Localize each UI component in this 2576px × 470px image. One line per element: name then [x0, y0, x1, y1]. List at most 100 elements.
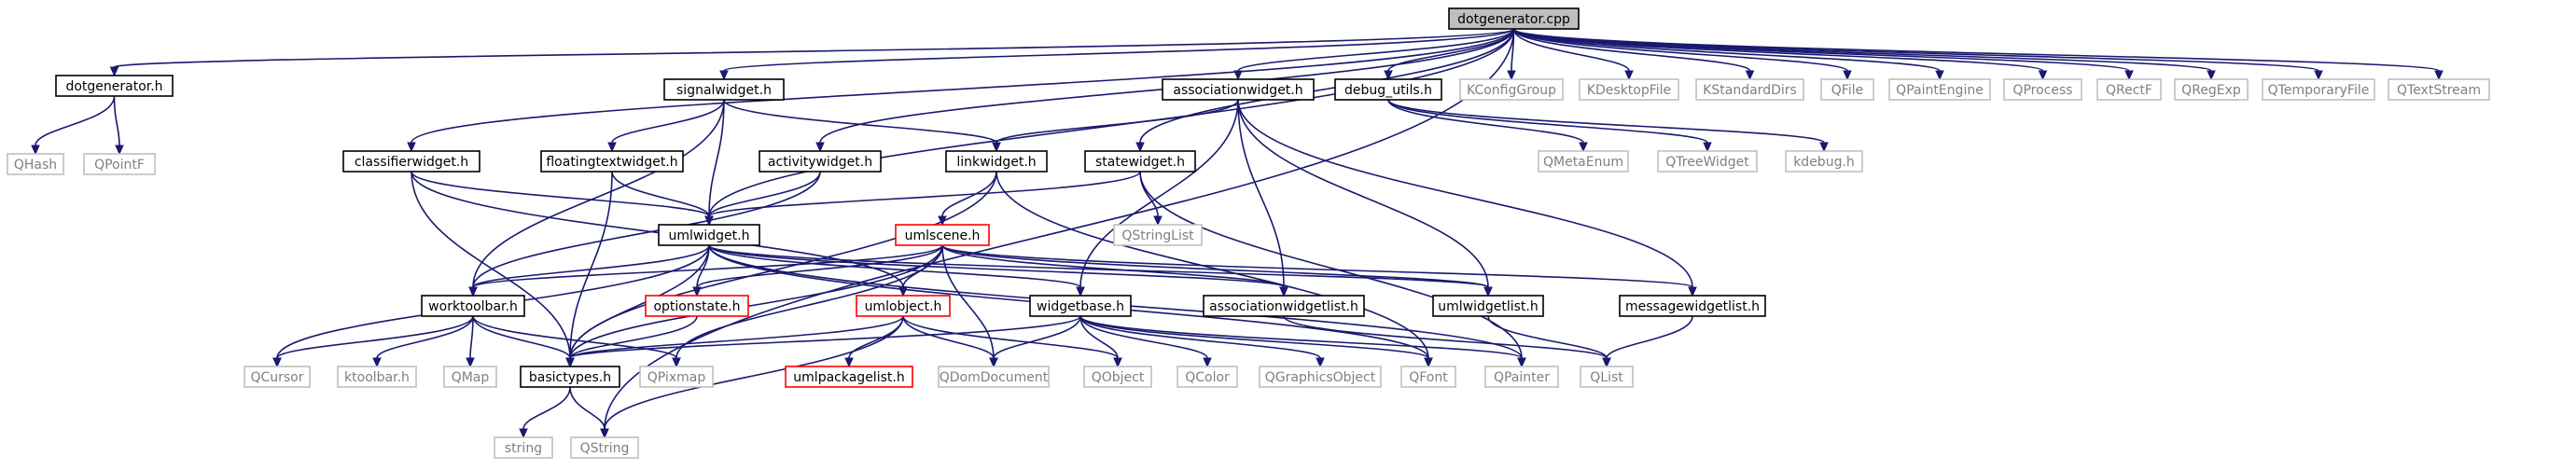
edge-dotgenerator-h-to-qpointf — [113, 95, 124, 156]
node-box — [342, 150, 480, 173]
node-label: QFont — [1409, 370, 1448, 385]
node-string[interactable]: string — [494, 436, 553, 459]
node-box — [1579, 78, 1679, 101]
node-label: QTextStream — [2397, 83, 2481, 98]
node-dotgenerator-cpp[interactable]: dotgenerator.cpp — [1448, 7, 1580, 30]
node-qstringlist[interactable]: QStringList — [1113, 224, 1203, 246]
node-box — [2096, 78, 2162, 101]
node-label: QMap — [452, 370, 490, 385]
node-ktoolbar-h[interactable]: ktoolbar.h — [337, 366, 417, 388]
edge-dotgenerator-cpp-to-associationwidget-h — [1233, 28, 1515, 81]
node-qtreewidget[interactable]: QTreeWidget — [1657, 150, 1758, 173]
node-activitywidget-h[interactable]: activitywidget.h — [759, 150, 882, 173]
node-qobject[interactable]: QObject — [1083, 366, 1152, 388]
node-widgetbase-h[interactable]: widgetbase.h — [1029, 295, 1132, 317]
node-dotgenerator-h[interactable]: dotgenerator.h — [55, 75, 174, 97]
node-qdomdocument[interactable]: QDomDocument — [938, 366, 1050, 388]
node-qhash[interactable]: QHash — [7, 153, 64, 175]
node-qrectf[interactable]: QRectF — [2096, 78, 2162, 101]
node-box — [421, 295, 525, 317]
node-linkwidget-h[interactable]: linkwidget.h — [945, 150, 1048, 173]
node-box — [1695, 78, 1804, 101]
node-label: umlwidgetlist.h — [1438, 299, 1539, 314]
node-label: string — [505, 441, 542, 456]
node-box — [494, 436, 553, 459]
edge-dotgenerator-h-to-qhash — [31, 95, 116, 156]
node-qpointf[interactable]: QPointF — [83, 153, 156, 175]
node-debug-utils-h[interactable]: debug_utils.h — [1334, 78, 1442, 101]
node-label: QDomDocument — [940, 370, 1049, 385]
node-box — [443, 366, 497, 388]
node-qfont[interactable]: QFont — [1400, 366, 1456, 388]
node-box — [1580, 366, 1634, 388]
node-basictypes-h[interactable]: basictypes.h — [520, 366, 620, 388]
node-classifierwidget-h[interactable]: classifierwidget.h — [342, 150, 480, 173]
edge-widgetbase-h-to-qfont — [1079, 315, 1433, 368]
node-qfile[interactable]: QFile — [1820, 78, 1874, 101]
node-box — [663, 78, 785, 101]
node-statewidget-h[interactable]: statewidget.h — [1084, 150, 1196, 173]
node-label: KDesktopFile — [1587, 83, 1671, 98]
node-umlpackagelist-h[interactable]: umlpackagelist.h — [785, 366, 913, 388]
node-umlwidgetlist-h[interactable]: umlwidgetlist.h — [1432, 295, 1544, 317]
node-qstring[interactable]: QString — [570, 436, 639, 459]
edge-dotgenerator-cpp-to-classifierwidget-h — [407, 28, 1515, 153]
node-box — [520, 366, 620, 388]
node-label: QObject — [1092, 370, 1145, 385]
node-box — [1083, 366, 1152, 388]
edge-widgetbase-h-to-qcolor — [1079, 315, 1212, 368]
node-qpaintengine[interactable]: QPaintEngine — [1888, 78, 1991, 101]
node-qprocess[interactable]: QProcess — [2003, 78, 2082, 101]
node-label: dotgenerator.cpp — [1457, 12, 1570, 27]
node-qregexp[interactable]: QRegExp — [2174, 78, 2249, 101]
node-qpainter[interactable]: QPainter — [1484, 366, 1559, 388]
node-qmetaenum[interactable]: QMetaEnum — [1538, 150, 1629, 173]
node-kdesktopfile[interactable]: KDesktopFile — [1579, 78, 1679, 101]
node-qcolor[interactable]: QColor — [1177, 366, 1238, 388]
node-box — [1459, 78, 1564, 101]
node-label: QPaintEngine — [1896, 83, 1984, 98]
node-qgraphicsobject[interactable]: QGraphicsObject — [1259, 366, 1382, 388]
node-associationwidgetlist-h[interactable]: associationwidgetlist.h — [1203, 295, 1365, 317]
edge-dotgenerator-cpp-to-dotgenerator-h — [109, 28, 1515, 77]
node-kstandarddirs[interactable]: KStandardDirs — [1695, 78, 1804, 101]
node-worktoolbar-h[interactable]: worktoolbar.h — [421, 295, 525, 317]
node-box — [1177, 366, 1238, 388]
node-associationwidget-h[interactable]: associationwidget.h — [1162, 78, 1315, 101]
node-box — [938, 366, 1050, 388]
edge-basictypes-h-to-qstring — [569, 386, 609, 439]
node-qtextstream[interactable]: QTextStream — [2388, 78, 2490, 101]
node-box — [645, 295, 749, 317]
node-umlwidget-h[interactable]: umlwidget.h — [658, 224, 760, 246]
node-messagewidgetlist-h[interactable]: messagewidgetlist.h — [1619, 295, 1766, 317]
node-umlscene-h[interactable]: umlscene.h — [895, 224, 990, 246]
node-box — [83, 153, 156, 175]
node-label: QTreeWidget — [1665, 155, 1749, 170]
node-signalwidget-h[interactable]: signalwidget.h — [663, 78, 785, 101]
node-label: signalwidget.h — [676, 83, 772, 98]
node-qtemporaryfile[interactable]: QTemporaryFile — [2262, 78, 2375, 101]
edge-widgetbase-h-to-qgraphicsobject — [1079, 315, 1325, 368]
node-box — [1820, 78, 1874, 101]
edge-signalwidget-h-to-linkwidget-h — [723, 99, 1001, 153]
node-kdebug-h[interactable]: kdebug.h — [1785, 150, 1863, 173]
edge-umlscene-h-to-messagewidgetlist-h — [941, 244, 1697, 297]
node-umlobject-h[interactable]: umlobject.h — [856, 295, 951, 317]
edge-worktoolbar-h-to-qpixmap — [472, 315, 681, 368]
edge-basictypes-h-to-string — [519, 386, 571, 439]
edge-widgetbase-h-to-basictypes-h — [565, 315, 1081, 368]
edge-debug-utils-h-to-kdebug-h — [1387, 99, 1829, 153]
node-qmap[interactable]: QMap — [443, 366, 497, 388]
node-box — [639, 366, 714, 388]
node-label: QRectF — [2106, 83, 2152, 98]
node-box — [2388, 78, 2490, 101]
node-qcursor[interactable]: QCursor — [244, 366, 311, 388]
node-box — [895, 224, 990, 246]
edge-dotgenerator-cpp-to-signalwidget-h — [719, 28, 1515, 81]
node-optionstate-h[interactable]: optionstate.h — [645, 295, 749, 317]
node-qlist[interactable]: QList — [1580, 366, 1634, 388]
node-kconfiggroup[interactable]: KConfigGroup — [1459, 78, 1564, 101]
node-floatingtextwidget-h[interactable]: floatingtextwidget.h — [540, 150, 684, 173]
node-qpixmap[interactable]: QPixmap — [639, 366, 714, 388]
